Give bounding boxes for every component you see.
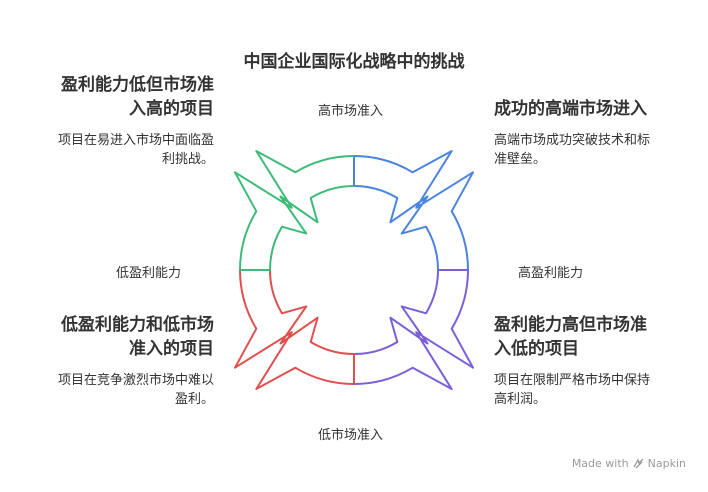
quadrant-top-left-description: 项目在易进入市场中面临盈 利挑战。 <box>20 131 214 169</box>
title-line: 入低的项目 <box>494 339 579 359</box>
title-line: 低盈利能力和低市场 <box>61 315 214 335</box>
title-line: 入高的项目 <box>129 99 214 119</box>
desc-line: 高利润。 <box>494 392 547 407</box>
title-line: 盈利能力低但市场准 <box>61 75 214 95</box>
title-line: 盈利能力高但市场准 <box>494 315 647 335</box>
title-line: 成功的高端市场进入 <box>494 99 647 119</box>
diagram-title: 中国企业国际化战略中的挑战 <box>243 52 465 72</box>
ring-segment-top-left <box>234 150 355 271</box>
quadrant-top-right-title: 成功的高端市场进入 <box>494 97 690 121</box>
watermark-text: Made with <box>571 457 629 470</box>
desc-line: 高端市场成功突破技术和标 <box>494 133 651 148</box>
axis-label-right: 高盈利能力 <box>518 266 584 281</box>
quadrant-bottom-left-title: 低盈利能力和低市场 准入的项目 <box>20 313 214 361</box>
napkin-logo-icon <box>633 458 644 469</box>
desc-line: 项目在限制严格市场中保持 <box>494 373 651 388</box>
axis-label-top: 高市场准入 <box>318 104 384 119</box>
axis-label-bottom: 低市场准入 <box>318 428 384 443</box>
title-line: 准入的项目 <box>129 339 214 359</box>
quadrant-top-right-description: 高端市场成功突破技术和标 准壁垒。 <box>494 131 690 169</box>
quadrant-bottom-left-description: 项目在竞争激烈市场中难以 盈利。 <box>20 371 214 409</box>
ring-segment-top-right <box>353 150 474 271</box>
ring-segment-bottom-left <box>234 269 355 390</box>
napkin-watermark[interactable]: Made with Napkin <box>572 457 686 470</box>
quadrant-bottom-right-title: 盈利能力高但市场准 入低的项目 <box>494 313 690 361</box>
desc-line: 项目在竞争激烈市场中难以 <box>57 373 214 388</box>
watermark-brand: Napkin <box>647 457 686 470</box>
ring-segment-bottom-right <box>353 269 474 390</box>
quadrant-top-left-title: 盈利能力低但市场准 入高的项目 <box>20 73 214 121</box>
desc-line: 准壁垒。 <box>494 152 547 167</box>
quadrant-bottom-right-description: 项目在限制严格市场中保持 高利润。 <box>494 371 690 409</box>
desc-line: 利挑战。 <box>161 152 214 167</box>
desc-line: 项目在易进入市场中面临盈 <box>57 133 214 148</box>
desc-line: 盈利。 <box>174 392 214 407</box>
axis-label-left: 低盈利能力 <box>116 266 182 281</box>
